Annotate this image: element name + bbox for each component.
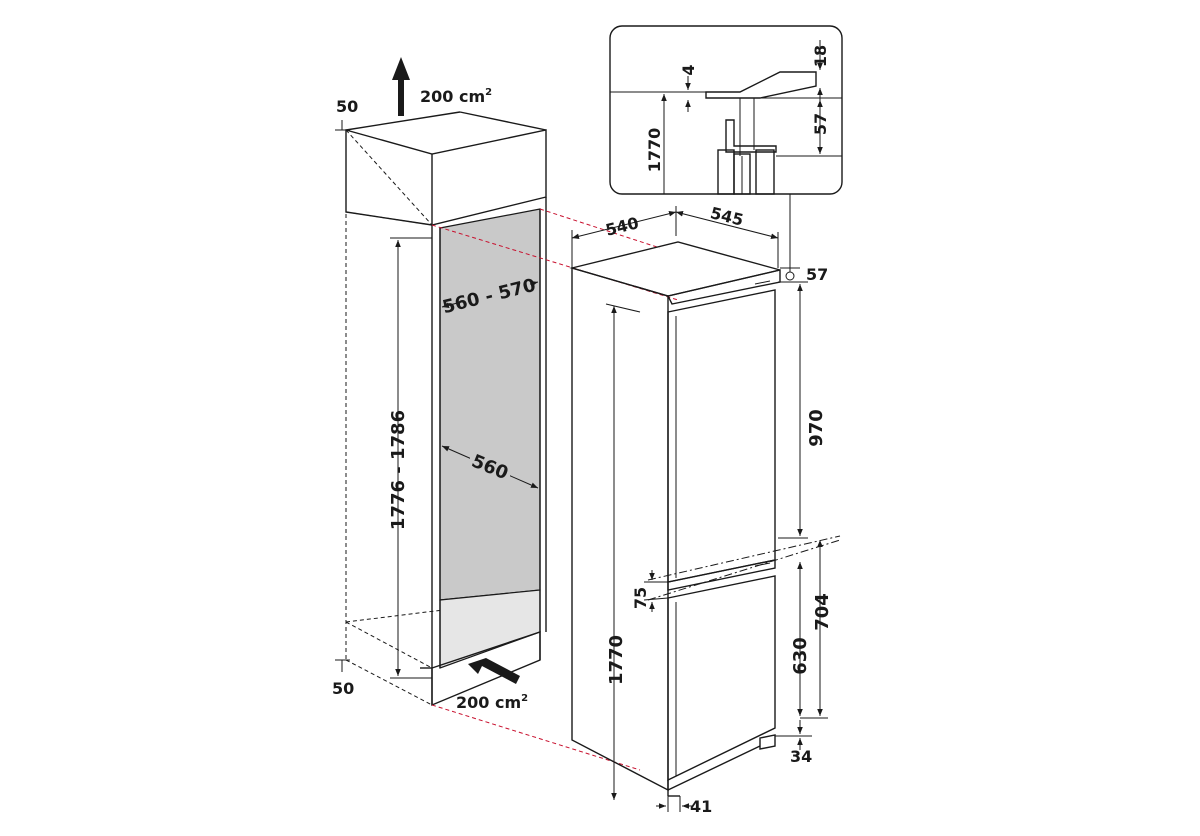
dim-niche-depth: 560 bbox=[441, 445, 539, 489]
dim-fridge-height: 1770 bbox=[605, 303, 641, 800]
label-niche-height: 1776 - 1786 bbox=[388, 410, 409, 530]
label-cab-top-gap: 50 bbox=[336, 97, 358, 116]
dim-cab-bottom-gap: 50 bbox=[332, 659, 354, 698]
label-vent-top: 200 cm2 bbox=[420, 87, 492, 106]
cabinet-plinth bbox=[431, 631, 541, 707]
dim-fridge-depth: 540 545 bbox=[571, 203, 779, 268]
dim-plinth: 41 bbox=[656, 796, 712, 816]
label-bottom-gap: 34 bbox=[790, 747, 812, 766]
label-fridge-depth: 540 bbox=[604, 213, 641, 240]
label-fridge-depth-door: 545 bbox=[708, 203, 745, 230]
label-detail-4: 4 bbox=[679, 64, 698, 75]
fridge-lower-door bbox=[667, 575, 776, 782]
dim-upper-door: 970 bbox=[778, 281, 827, 539]
vent-top: 200 cm2 bbox=[392, 57, 492, 116]
label-fridge-top: 57 bbox=[806, 265, 828, 284]
label-vent-bottom: 200 cm2 bbox=[456, 693, 528, 712]
fridge-upper-door bbox=[667, 289, 776, 583]
label-detail-18: 18 bbox=[811, 45, 830, 67]
label-lower-door: 630 bbox=[790, 637, 811, 675]
arrow-right-icon bbox=[468, 658, 520, 684]
niche-back-panel bbox=[439, 208, 541, 601]
cabinet-top-box bbox=[345, 129, 547, 226]
dim-fridge-top: 57 bbox=[780, 265, 828, 284]
label-lower-section: 704 bbox=[812, 593, 833, 631]
fridge-body bbox=[571, 267, 669, 792]
label-detail-1770: 1770 bbox=[645, 128, 664, 173]
label-plinth: 41 bbox=[690, 797, 712, 816]
cabinet bbox=[345, 111, 547, 707]
label-door-gap: 75 bbox=[631, 587, 650, 609]
label-detail-57: 57 bbox=[811, 113, 830, 135]
detail-inset: 4 1770 18 57 bbox=[609, 25, 843, 195]
niche-floor bbox=[439, 589, 541, 669]
dim-lower-door: 630 bbox=[790, 562, 811, 716]
dim-cab-top-gap: 50 bbox=[335, 97, 358, 131]
arrow-up-icon bbox=[392, 57, 410, 116]
fridge bbox=[569, 241, 781, 797]
label-upper-door: 970 bbox=[806, 409, 827, 447]
dim-bottom-gap: 34 bbox=[775, 720, 812, 766]
label-cab-bottom-gap: 50 bbox=[332, 679, 354, 698]
label-fridge-height: 1770 bbox=[606, 635, 627, 685]
dim-niche-height: 1776 - 1786 bbox=[388, 237, 432, 679]
vent-bottom: 200 cm2 bbox=[456, 658, 528, 712]
dim-lower-section: 704 bbox=[800, 540, 833, 719]
dim-door-gap: 75 bbox=[631, 570, 669, 612]
